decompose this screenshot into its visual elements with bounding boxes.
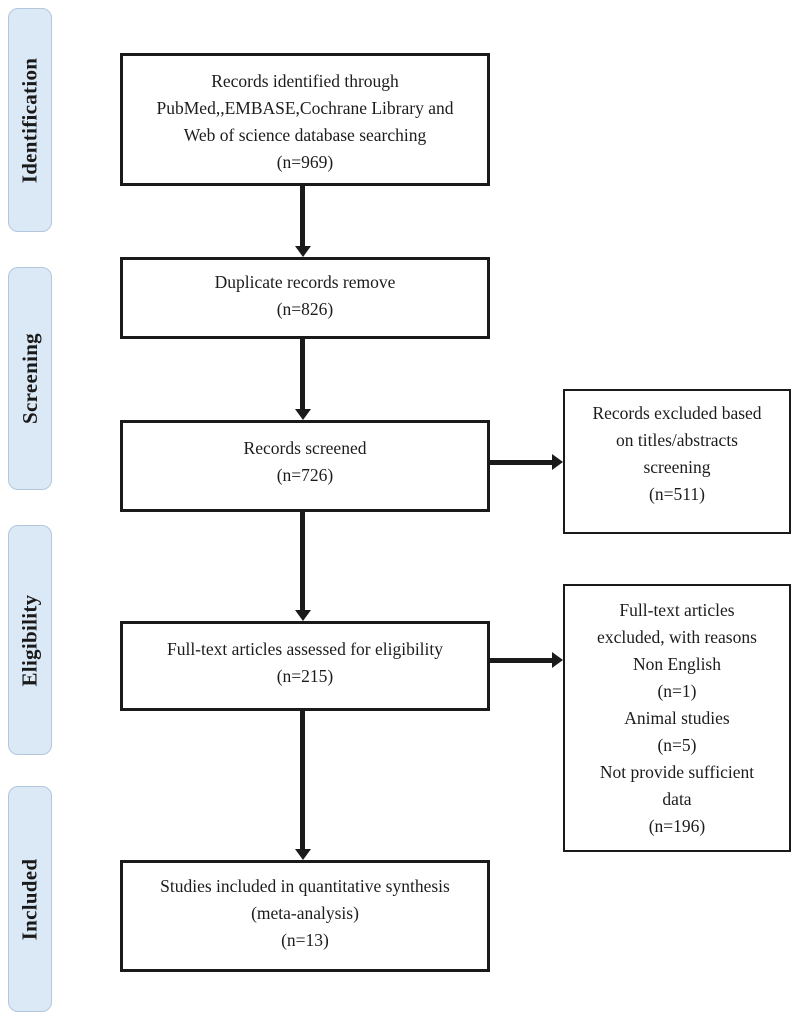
arrow-shaft xyxy=(300,339,305,409)
excluded-fulltext-reasons-box: Full-text articles excluded, with reason… xyxy=(563,584,791,852)
excluded-titles-abstracts-box: Records excluded based on titles/abstrac… xyxy=(563,389,791,534)
arrow-down-icon xyxy=(295,610,311,621)
arrow-down-icon xyxy=(295,849,311,860)
arrow-right-icon xyxy=(552,652,563,668)
arrow-shaft xyxy=(300,186,305,246)
arrow-shaft xyxy=(300,711,305,849)
stage-label-text: Identification xyxy=(17,57,42,183)
stage-label-text: Included xyxy=(17,858,42,940)
arrow-down-icon xyxy=(295,409,311,420)
stage-label-text: Eligibility xyxy=(17,594,42,686)
studies-included-box: Studies included in quantitative synthes… xyxy=(120,860,490,972)
stage-label-identification: Identification xyxy=(8,8,52,232)
arrow-shaft xyxy=(490,460,552,465)
duplicates-removed-box: Duplicate records remove (n=826) xyxy=(120,257,490,339)
stage-label-eligibility: Eligibility xyxy=(8,525,52,755)
stage-label-text: Screening xyxy=(17,333,42,424)
arrow-down-icon xyxy=(295,246,311,257)
stage-label-screening: Screening xyxy=(8,267,52,490)
records-screened-box: Records screened (n=726) xyxy=(120,420,490,512)
arrow-shaft xyxy=(300,512,305,610)
fulltext-assessed-box: Full-text articles assessed for eligibil… xyxy=(120,621,490,711)
arrow-right-icon xyxy=(552,454,563,470)
arrow-shaft xyxy=(490,658,552,663)
records-identified-box: Records identified through PubMed,,EMBAS… xyxy=(120,53,490,186)
stage-label-included: Included xyxy=(8,786,52,1012)
